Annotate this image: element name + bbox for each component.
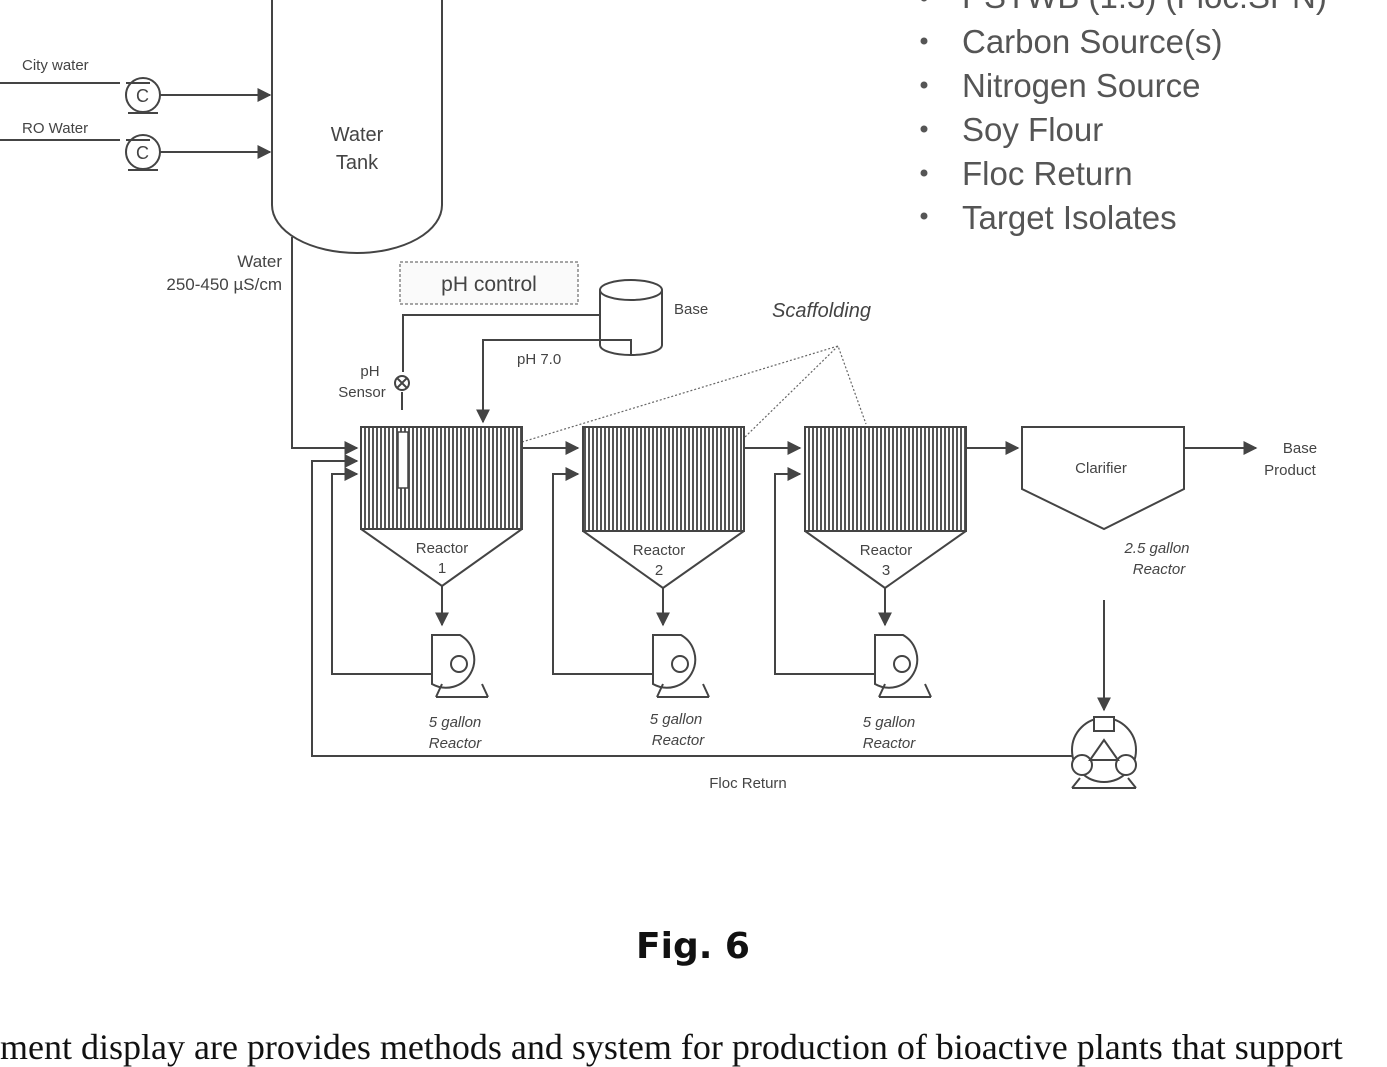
- water-spec-conductivity: 250-450 µS/cm: [166, 275, 282, 294]
- reactor-1-label: Reactor: [416, 540, 469, 557]
- reactor-2-label: Reactor: [633, 542, 686, 559]
- svg-text:C: C: [136, 143, 149, 163]
- bullet-dot: [921, 38, 928, 45]
- bullet-dot: [921, 126, 928, 133]
- bullet-item: PSTWB (1:3) (Floc:SPN): [962, 0, 1327, 15]
- water-tank-label-line1: Water: [331, 124, 384, 146]
- reactor-1-pump-icon: [432, 635, 488, 697]
- ingredient-bullet-list: PSTWB (1:3) (Floc:SPN) Carbon Source(s) …: [921, 0, 1327, 236]
- clarifier: Clarifier: [1022, 427, 1184, 529]
- reactor-3: Reactor 3: [805, 427, 966, 588]
- bullet-item: Carbon Source(s): [962, 23, 1222, 60]
- base-product-label-line2: Product: [1264, 462, 1317, 479]
- reactor-2-pump-icon: [653, 635, 709, 697]
- figure-label: Fig. 6: [636, 926, 750, 967]
- reactor-3-label: Reactor: [860, 542, 913, 559]
- reactor-1-size: 5 gallon: [429, 714, 482, 731]
- bullet-item: Soy Flour: [962, 111, 1103, 148]
- water-tank-label-line2: Tank: [336, 152, 379, 174]
- reactor-3-scaffolding: [805, 427, 966, 531]
- reactor-2: Reactor 2: [583, 427, 744, 588]
- water-spec-label: Water: [237, 252, 282, 271]
- reactor-2-number: 2: [655, 562, 663, 579]
- ph-control-label: pH control: [441, 273, 537, 296]
- bullet-dot: [921, 213, 928, 220]
- clarifier-vessel: [1022, 427, 1184, 529]
- reactor-1-size-unit: Reactor: [429, 735, 483, 752]
- city-water-label: City water: [22, 57, 89, 74]
- ph-setpoint-label: pH 7.0: [517, 351, 561, 368]
- base-product-label-line1: Base: [1283, 440, 1317, 457]
- ro-water-pump-icon: C: [126, 135, 160, 170]
- clarifier-label: Clarifier: [1075, 460, 1127, 477]
- base-container: Base: [600, 280, 708, 355]
- ph-sensor-icon: [395, 376, 409, 390]
- tank-to-reactor1-line: [292, 237, 357, 448]
- ph-sensor-label-line1: pH: [360, 363, 379, 380]
- reactor-2-scaffolding: [583, 427, 744, 531]
- ph-control-box: pH control: [400, 262, 578, 304]
- bullet-item: Target Isolates: [962, 199, 1177, 236]
- reactor-3-size-unit: Reactor: [863, 735, 917, 752]
- reactor-1: Reactor 1: [361, 427, 522, 586]
- reactor-3-number: 3: [882, 562, 890, 579]
- floc-return-label: Floc Return: [709, 775, 787, 792]
- bullet-dot: [921, 170, 928, 177]
- svg-text:C: C: [136, 86, 149, 106]
- reactor-1-scaffolding: [361, 427, 522, 529]
- ph-control-signal-line: [403, 315, 600, 372]
- bullet-item: Nitrogen Source: [962, 67, 1200, 104]
- scaffolding-label: Scaffolding: [772, 300, 871, 322]
- ro-water-label: RO Water: [22, 120, 88, 137]
- floc-return-pump-icon: [1072, 717, 1136, 788]
- reactor-2-size: 5 gallon: [650, 711, 703, 728]
- clarifier-size: 2.5 gallon: [1123, 540, 1189, 557]
- bullet-dot: [921, 0, 928, 2]
- clarifier-size-unit: Reactor: [1133, 561, 1187, 578]
- water-tank: Water Tank: [272, 0, 442, 253]
- bullet-item: Floc Return: [962, 155, 1133, 192]
- body-text-line: ment display are provides methods and sy…: [0, 1026, 1387, 1067]
- water-inputs: City water C RO Water C: [0, 57, 270, 170]
- reactor-2-size-unit: Reactor: [652, 732, 706, 749]
- city-water-pump-icon: C: [126, 78, 160, 113]
- reactor-1-number: 1: [438, 560, 446, 577]
- reactor-3-pump-icon: [875, 635, 931, 697]
- reactor-3-size: 5 gallon: [863, 714, 916, 731]
- ph-probe: [398, 432, 408, 488]
- ph-sensor-label-line2: Sensor: [338, 384, 386, 401]
- bullet-dot: [921, 82, 928, 89]
- base-label: Base: [674, 301, 708, 318]
